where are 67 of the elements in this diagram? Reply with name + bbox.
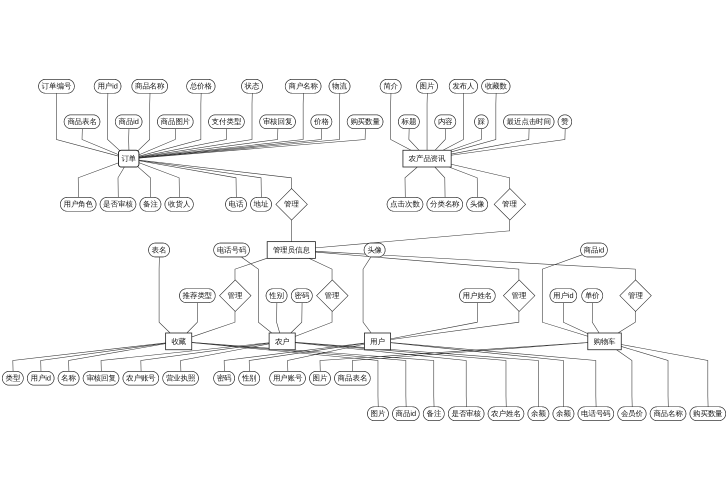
connector-line — [434, 166, 446, 198]
connector-line — [186, 302, 198, 334]
connector-line — [12, 342, 166, 372]
connector-line — [180, 344, 270, 372]
connector-line — [290, 302, 302, 334]
connector-line — [158, 256, 170, 334]
connector-line — [191, 311, 236, 338]
connector-line — [563, 302, 588, 334]
connector-line — [138, 93, 304, 158]
connector-line — [315, 252, 520, 280]
connector-line — [291, 220, 292, 242]
connector-line — [448, 166, 478, 198]
connector-line — [362, 256, 372, 334]
connector-line — [620, 344, 708, 408]
connector-line — [390, 342, 596, 408]
connector-line — [542, 254, 588, 336]
connector-line — [308, 258, 332, 280]
connector-line — [390, 302, 478, 340]
connector-line — [40, 342, 166, 372]
connector-line — [82, 128, 120, 155]
connector-line — [390, 93, 412, 151]
connector-line — [128, 128, 130, 151]
connector-line — [390, 342, 564, 408]
connector-line — [390, 311, 520, 340]
connector-line — [138, 160, 262, 198]
connector-line — [404, 166, 418, 198]
connector-line — [450, 164, 510, 189]
connector-line — [450, 93, 496, 152]
connector-line — [138, 160, 292, 189]
connector-line — [138, 128, 176, 155]
connector-line — [138, 128, 366, 158]
connector-line — [315, 251, 636, 280]
connector-line — [137, 93, 150, 152]
connector-line — [442, 93, 464, 151]
connector-line — [68, 343, 166, 372]
connector-line — [138, 160, 237, 198]
connector-line — [450, 128, 566, 156]
connector-line — [434, 128, 446, 151]
connector-line — [276, 302, 280, 334]
connector-line — [100, 342, 270, 372]
connector-line — [56, 93, 120, 156]
connector-line — [140, 342, 270, 372]
connector-line — [138, 93, 202, 156]
connector-line — [620, 346, 669, 408]
connector-line — [616, 349, 632, 408]
connector-line — [138, 166, 151, 198]
connector-line — [294, 342, 467, 408]
connector-line — [248, 343, 365, 372]
connector-line — [592, 302, 600, 334]
connector-line — [450, 128, 482, 151]
connector-line — [241, 256, 272, 334]
connector-line — [315, 220, 510, 248]
connector-line — [107, 93, 120, 152]
connector-line — [408, 128, 420, 151]
connector-line — [138, 128, 278, 158]
connector-line — [287, 344, 365, 372]
connector-line — [294, 311, 332, 337]
connector-line — [138, 128, 227, 158]
connector-line — [224, 342, 365, 372]
connector-line — [138, 162, 180, 198]
connector-line — [234, 258, 268, 280]
connector-line — [118, 167, 125, 198]
connector-line — [426, 93, 428, 151]
connector-line — [450, 128, 530, 154]
connector-line — [138, 93, 253, 158]
connector-line — [618, 311, 636, 334]
connector-line — [78, 162, 120, 198]
